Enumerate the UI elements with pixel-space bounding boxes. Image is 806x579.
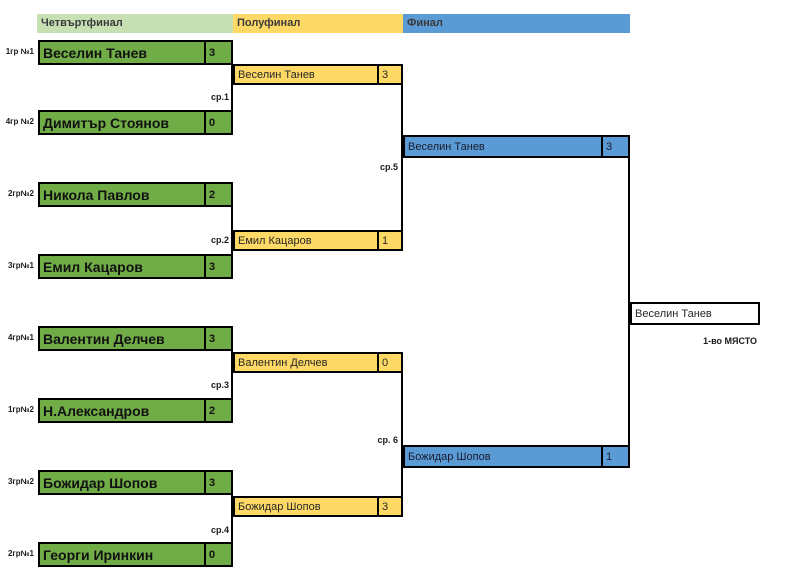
seed-label: 1гр №1: [5, 47, 34, 56]
seed-label: 1гр№2: [7, 405, 34, 414]
match-number-label: ср.3: [210, 380, 229, 390]
winner-box: Веселин Танев: [630, 302, 760, 325]
player-name: Веселин Танев: [238, 68, 315, 81]
player-score: 3: [601, 137, 628, 156]
player-score: 1: [601, 447, 628, 466]
semifinal-match-box: Веселин Танев 3: [233, 64, 403, 85]
winner-name: Веселин Танев: [635, 307, 712, 320]
player-score: 2: [204, 184, 231, 205]
seed-label: 2гр№2: [7, 189, 34, 198]
player-name: Валентин Делчев: [238, 356, 328, 369]
semifinal-match-box: Божидар Шопов 3: [233, 496, 403, 517]
player-score: 3: [204, 328, 231, 349]
player-score: 0: [204, 112, 231, 133]
player-name: Валентин Делчев: [43, 330, 165, 347]
player-name: Никола Павлов: [43, 186, 150, 203]
connector-line: [231, 207, 233, 254]
player-name: Димитър Стоянов: [43, 114, 169, 131]
seed-label: 3гр№2: [7, 477, 34, 486]
final-match-box: Божидар Шопов 1: [403, 445, 630, 468]
player-score: 3: [204, 42, 231, 63]
connector-line: [401, 85, 403, 230]
player-score: 2: [204, 400, 231, 421]
stage-header-final: Финал: [403, 14, 630, 33]
stage-header-quarterfinal: Четвъртфинал: [37, 14, 233, 33]
player-name: Божидар Шопов: [43, 474, 158, 491]
seed-label: 2гр№1: [7, 549, 34, 558]
connector-line: [628, 158, 630, 445]
stage-header-semifinal: Полуфинал: [233, 14, 403, 33]
connector-line: [231, 351, 233, 398]
match-number-label: ср.4: [210, 525, 229, 535]
quarterfinal-match-box: Емил Кацаров 3: [38, 254, 233, 279]
player-score: 3: [204, 256, 231, 277]
player-name: Веселин Танев: [43, 44, 147, 61]
quarterfinal-match-box: Георги Иринкин 0: [38, 542, 233, 567]
match-number-label: ср. 6: [377, 435, 398, 445]
player-score: 3: [204, 472, 231, 493]
player-score: 0: [204, 544, 231, 565]
player-name: Божидар Шопов: [238, 500, 321, 513]
quarterfinal-match-box: Н.Александров 2: [38, 398, 233, 423]
semifinal-match-box: Емил Кацаров 1: [233, 230, 403, 251]
quarterfinal-match-box: Димитър Стоянов 0: [38, 110, 233, 135]
seed-label: 3гр№1: [7, 261, 34, 270]
quarterfinal-match-box: Никола Павлов 2: [38, 182, 233, 207]
first-place-label: 1-во МЯСТО: [703, 336, 757, 346]
player-score: 3: [377, 498, 401, 515]
player-name: Емил Кацаров: [238, 234, 312, 247]
seed-label: 4гр№1: [7, 333, 34, 342]
quarterfinal-match-box: Божидар Шопов 3: [38, 470, 233, 495]
seed-label: 4гр №2: [5, 117, 34, 126]
player-name: Георги Иринкин: [43, 546, 154, 563]
match-number-label: ср.1: [210, 92, 229, 102]
connector-line: [231, 65, 233, 110]
semifinal-match-box: Валентин Делчев 0: [233, 352, 403, 373]
player-name: Веселин Танев: [408, 140, 485, 153]
quarterfinal-match-box: Веселин Танев 3: [38, 40, 233, 65]
connector-line: [401, 373, 403, 496]
match-number-label: ср.2: [210, 235, 229, 245]
final-match-box: Веселин Танев 3: [403, 135, 630, 158]
player-score: 3: [377, 66, 401, 83]
connector-line: [231, 495, 233, 542]
player-score: 1: [377, 232, 401, 249]
match-number-label: ср.5: [379, 162, 398, 172]
player-name: Емил Кацаров: [43, 258, 143, 275]
quarterfinal-match-box: Валентин Делчев 3: [38, 326, 233, 351]
player-score: 0: [377, 354, 401, 371]
player-name: Н.Александров: [43, 402, 150, 419]
player-name: Божидар Шопов: [408, 450, 491, 463]
